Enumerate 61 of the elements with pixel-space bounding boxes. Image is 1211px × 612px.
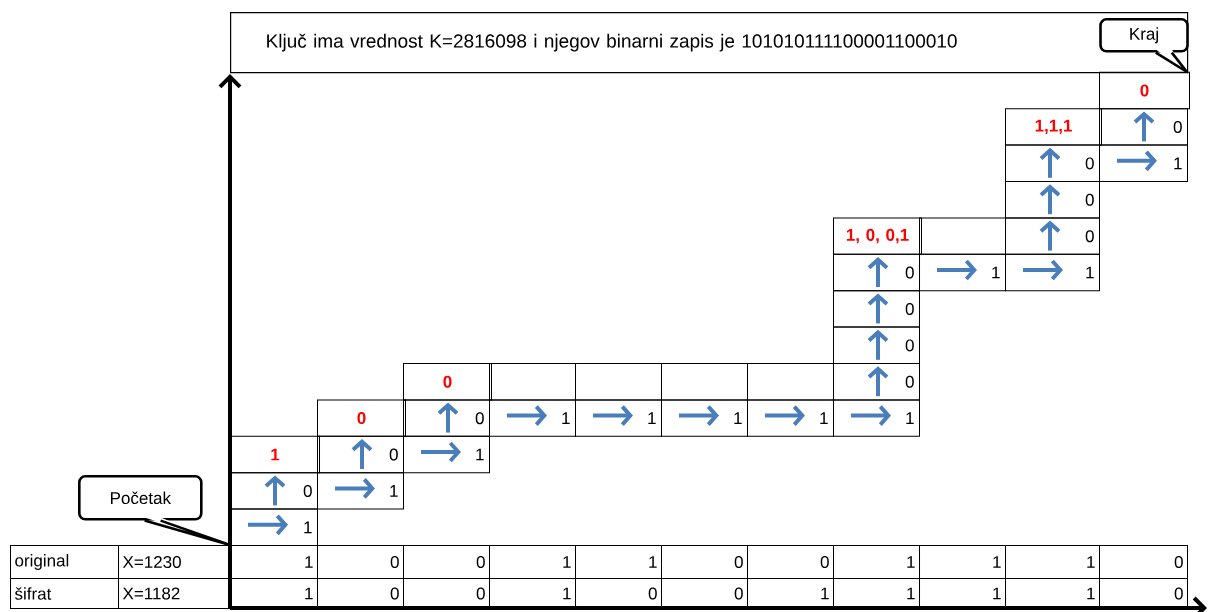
grid-cell: 1,1,1 [1005, 108, 1102, 146]
grid-cell: 1 [661, 399, 748, 437]
grid-cell [489, 363, 576, 401]
table-cell: 0 [403, 545, 490, 579]
grid-cell: 0 [1099, 108, 1188, 146]
table-cell: 1 [489, 545, 576, 579]
table-cell: 1 [1005, 578, 1100, 609]
table-cell: 0 [403, 578, 490, 609]
grid-cell: 0 [1005, 181, 1100, 219]
grid-cell: 1 [230, 435, 320, 474]
table-cell: 1 [833, 545, 920, 579]
grid-cell: 0 [833, 326, 920, 364]
table-cell: 0 [1099, 578, 1188, 609]
grid-cell: 1 [1005, 253, 1100, 292]
table-cell: 1 [1005, 545, 1100, 579]
table-cell: 0 [661, 545, 748, 579]
table-cell: 0 [661, 578, 748, 609]
grid-cell: 0 [833, 253, 920, 292]
grid-cell: 0 [833, 363, 920, 401]
grid-cell: 0 [1005, 144, 1100, 182]
grid-cell: 0 [317, 399, 406, 437]
grid-cell: 1 [403, 435, 490, 474]
grid-cell: 1 [919, 253, 1006, 292]
grid-cell: 1, 0, 0,1 [833, 217, 922, 255]
table-cell: 1 [489, 578, 576, 609]
table-cell: 1 [230, 545, 318, 579]
grid-cell: 1 [317, 472, 404, 510]
table-cell: 1 [919, 578, 1006, 609]
grid-cell: 0 [1005, 217, 1100, 255]
grid-cell: 1 [575, 399, 662, 437]
grid-cell: 1 [489, 399, 576, 437]
table-cell: 1 [919, 545, 1006, 579]
table-cell: 0 [317, 578, 404, 609]
table-cell: 1 [575, 545, 662, 579]
table-cell: original [10, 545, 119, 579]
table-cell: 0 [1099, 545, 1188, 579]
speech-bubble: Početak [78, 475, 232, 547]
table-cell: 0 [575, 578, 662, 609]
speech-bubble: Kraj [1099, 18, 1189, 74]
grid-cell [747, 363, 834, 401]
grid-cell: 0 [317, 435, 404, 474]
grid-cell: 0 [1099, 71, 1190, 110]
grid-cell: 0 [833, 290, 920, 328]
table-cell: 0 [317, 545, 404, 579]
grid-cell: 1 [833, 399, 920, 437]
table-cell: 1 [747, 578, 834, 609]
grid-cell: 1 [1099, 144, 1188, 182]
grid-cell: 0 [230, 472, 318, 510]
table-cell: 0 [747, 545, 834, 579]
table-cell: X=1182 [118, 578, 231, 609]
table-cell: 1 [230, 578, 318, 609]
grid-cell: 1 [230, 508, 318, 546]
table-cell: šifrat [10, 578, 119, 609]
grid-cell: 1 [747, 399, 834, 437]
grid-cell [575, 363, 662, 401]
grid-cell [661, 363, 748, 401]
grid-cell: 0 [403, 399, 490, 437]
table-cell: 1 [833, 578, 920, 609]
table-cell: X=1230 [118, 545, 231, 579]
grid-cell: 0 [403, 363, 492, 401]
grid-cell [919, 217, 1006, 255]
